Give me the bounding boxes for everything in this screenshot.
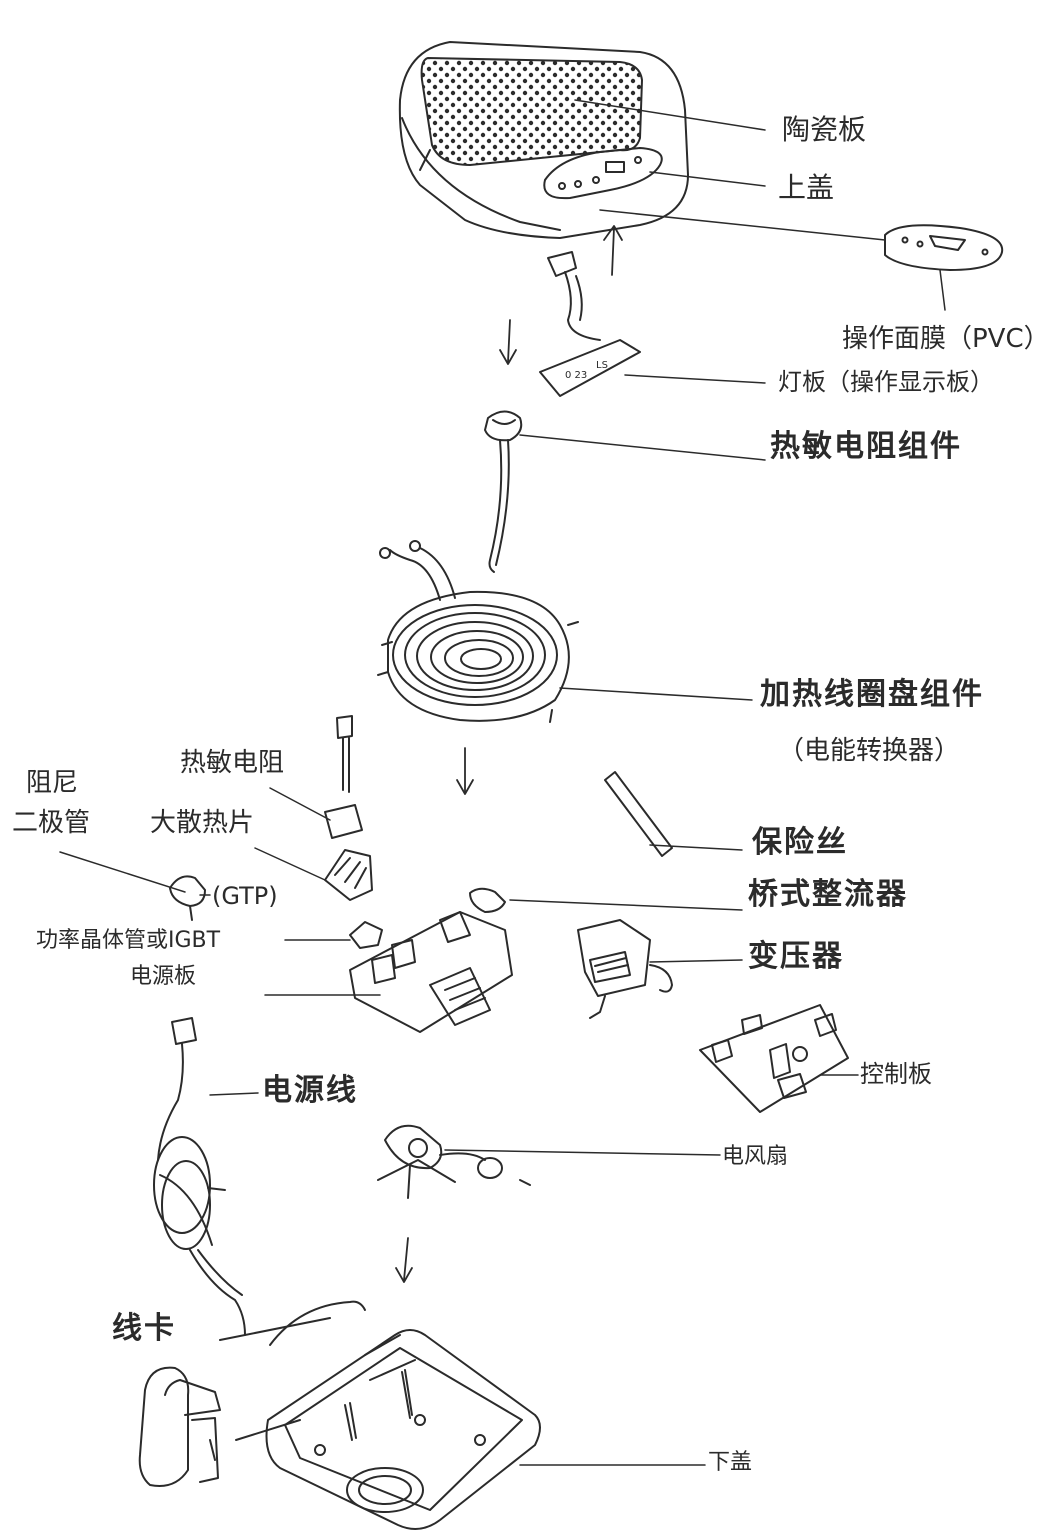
label-gtp: (GTP) bbox=[212, 882, 278, 910]
heatsink-part bbox=[324, 849, 373, 901]
label-lower-cover: 下盖 bbox=[708, 1450, 753, 1475]
control-board-part bbox=[699, 1004, 849, 1113]
transformer-part bbox=[577, 919, 673, 1019]
label-transformer: 变压器 bbox=[748, 939, 844, 974]
label-power-board: 电源板 bbox=[130, 964, 197, 989]
label-fuse: 保险丝 bbox=[752, 825, 848, 860]
label-upper-cover: 上盖 bbox=[778, 171, 835, 204]
label-thermistor-assembly: 热敏电阻组件 bbox=[770, 429, 962, 464]
svg-text:LS: LS bbox=[596, 360, 608, 371]
upper-cover-part bbox=[398, 41, 689, 239]
electric-fan-part bbox=[377, 1124, 531, 1199]
ceramic-plate-part bbox=[420, 57, 643, 166]
damping-diode-part bbox=[169, 875, 206, 921]
label-cord-clip: 线卡 bbox=[112, 1311, 176, 1346]
label-thermistor: 热敏电阻 bbox=[180, 748, 285, 778]
label-damping-diode-line1: 阻尼 bbox=[26, 768, 79, 798]
label-power-transistor: 功率晶体管或IGBT bbox=[36, 928, 221, 953]
light-board-part: 0 23 LS bbox=[539, 251, 641, 397]
label-heating-coil-assembly: 加热线圈盘组件 bbox=[760, 677, 984, 712]
lower-cover-part bbox=[219, 1300, 541, 1530]
label-damping-diode-line2: 二极管 bbox=[12, 808, 91, 838]
power-board-part bbox=[349, 887, 513, 1033]
label-energy-converter: （电能转换器） bbox=[778, 736, 961, 766]
label-ceramic-plate: 陶瓷板 bbox=[782, 113, 867, 146]
label-control-board: 控制板 bbox=[860, 1060, 932, 1088]
thermistor-assembly-part bbox=[484, 410, 523, 573]
heating-coil-part bbox=[377, 540, 579, 723]
arrows bbox=[395, 225, 623, 1283]
power-transistor-part bbox=[349, 921, 383, 949]
svg-text:0 23: 0 23 bbox=[565, 370, 587, 381]
control-panel-part bbox=[543, 147, 663, 200]
power-cord-part bbox=[153, 1017, 246, 1336]
label-bridge-rectifier: 桥式整流器 bbox=[748, 877, 908, 912]
fuse-part bbox=[604, 771, 673, 857]
leader-lines bbox=[59, 99, 946, 1466]
label-light-board: 灯板（操作显示板） bbox=[778, 368, 994, 396]
cord-clip-part bbox=[138, 1366, 221, 1487]
label-operation-film: 操作面膜（PVC） bbox=[842, 324, 1039, 354]
operation-film-part bbox=[884, 224, 1004, 271]
thermistor-part bbox=[324, 715, 363, 839]
label-power-cord: 电源线 bbox=[262, 1073, 358, 1108]
label-electric-fan: 电风扇 bbox=[722, 1144, 789, 1169]
label-large-heatsink: 大散热片 bbox=[150, 808, 255, 838]
